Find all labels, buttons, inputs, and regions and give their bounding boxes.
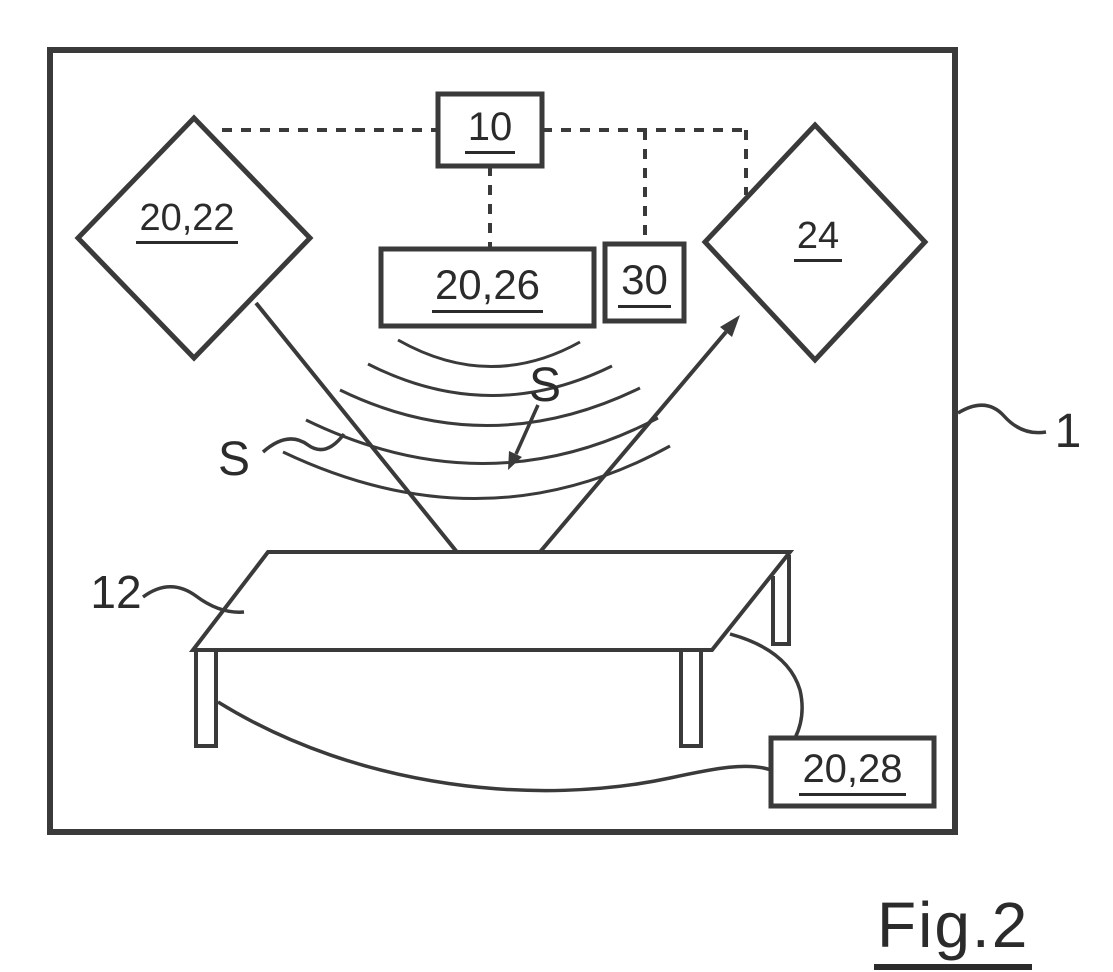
label-s-center: S [520,360,570,412]
s-center-arrow-line [514,404,540,455]
label-12: 12 [84,566,148,618]
label-24: 24 [768,214,868,264]
table-top [188,550,795,652]
label-20-28: 20,28 [771,740,934,804]
box-10-outline [435,91,545,169]
label-s-left-text: S [217,433,250,486]
label-12-text: 12 [90,566,142,618]
label-20-22-text: 20,22 [136,199,238,244]
wave-arc-2 [367,362,613,397]
wave-arc-3 [339,386,641,427]
label-20-22: 20,22 [112,196,262,246]
beam-down-line [254,301,471,569]
beam-up-line [516,330,728,580]
beam-down-arrow [254,301,483,584]
label-30-text: 30 [618,258,671,308]
label-s-center-text: S [528,359,561,412]
label-10: 10 [438,96,542,164]
box-30-outline [602,241,687,324]
box-2026-outline [378,246,597,329]
label-24-text: 24 [793,217,843,262]
label-20-26: 20,26 [381,251,594,325]
leader-1-squiggle [957,403,1047,435]
s-center-arrowhead [508,451,522,470]
diamond-left-outline [74,114,314,362]
sound-wave-arcs [282,338,671,501]
leader-2028-long [217,700,772,793]
beam-up-arrow [516,315,740,580]
s-center-arrow [508,404,540,470]
wave-arc-4 [305,416,659,465]
table-drawing [188,550,795,748]
s-left-leader-squiggle [261,432,346,454]
label-20-28-text: 20,28 [799,749,906,796]
figure-caption-text: Fig.2 [874,893,1033,970]
table-leg-back-right [771,555,791,646]
label-30: 30 [605,246,684,320]
leader-12-squiggle [141,585,245,614]
label-10-text: 10 [464,107,516,154]
label-1-text: 1 [1054,405,1082,458]
figure-caption: Fig.2 [874,893,1033,970]
beam-up-arrowhead [720,315,740,337]
label-20-26-text: 20,26 [431,263,544,313]
leader-2028-short [729,632,804,739]
wave-arc-1 [397,338,581,368]
label-1: 1 [1042,406,1094,458]
system-boundary-box [47,47,958,835]
dashed-connection-lines [222,128,748,249]
label-s-left: S [210,434,258,486]
table-leg-front-right [679,650,703,748]
wave-arc-5 [282,444,671,501]
diamond-right-outline [701,121,929,364]
table-leg-front-left [194,650,218,748]
